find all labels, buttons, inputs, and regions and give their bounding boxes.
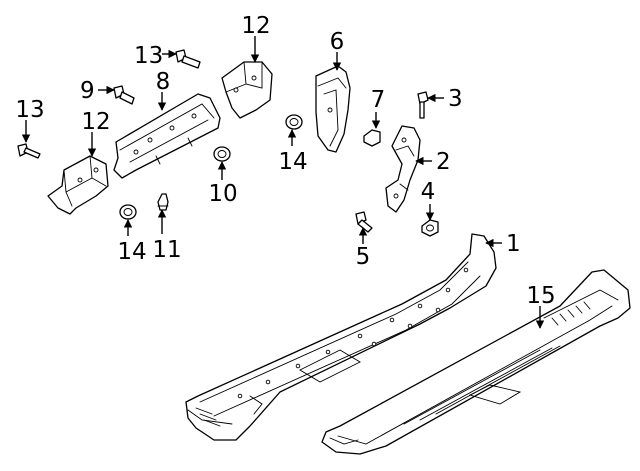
part-10-nut	[213, 146, 231, 162]
callout-8: 8	[156, 69, 171, 95]
part-13-bolt-top	[175, 49, 201, 69]
callout-4: 4	[421, 179, 436, 205]
part-13-bolt-left	[17, 143, 41, 159]
callout-12b: 12	[241, 13, 270, 39]
part-4-nut	[421, 219, 439, 237]
part-3-bolt	[417, 91, 429, 119]
callout-11: 11	[152, 237, 181, 263]
callout-14a: 14	[117, 239, 146, 265]
callout-6: 6	[330, 29, 345, 55]
part-15-step-pad	[321, 269, 631, 455]
callout-12a: 12	[81, 109, 110, 135]
part-5-bolt	[355, 211, 373, 233]
callout-7: 7	[371, 87, 386, 113]
part-9-bolt	[113, 85, 135, 105]
callout-13b: 13	[134, 43, 163, 69]
callout-14b: 14	[278, 149, 307, 175]
callout-13a: 13	[15, 97, 44, 123]
callout-9: 9	[80, 78, 95, 104]
callout-2: 2	[436, 149, 451, 175]
part-7-nut	[363, 129, 381, 147]
part-11-clip	[157, 193, 169, 211]
part-14-nut-lower	[119, 204, 137, 220]
callout-10: 10	[208, 181, 237, 207]
callout-15: 15	[526, 283, 555, 309]
callout-labels: 1 2 3 4 5 6 7 8 9 10 11 12 12 13 13 14 1…	[15, 13, 555, 309]
part-6-bracket	[315, 65, 351, 153]
part-2-bracket	[385, 125, 421, 213]
callout-5: 5	[356, 244, 371, 270]
part-12-top-bracket	[221, 61, 273, 119]
part-12-left-bracket	[47, 155, 109, 215]
leader-lines	[21, 36, 545, 329]
part-14-nut-upper	[285, 114, 303, 130]
callout-1: 1	[506, 231, 521, 257]
part-1-rear-bumper	[185, 233, 497, 441]
callout-3: 3	[448, 86, 463, 112]
part-8-reinforcement	[113, 93, 221, 179]
